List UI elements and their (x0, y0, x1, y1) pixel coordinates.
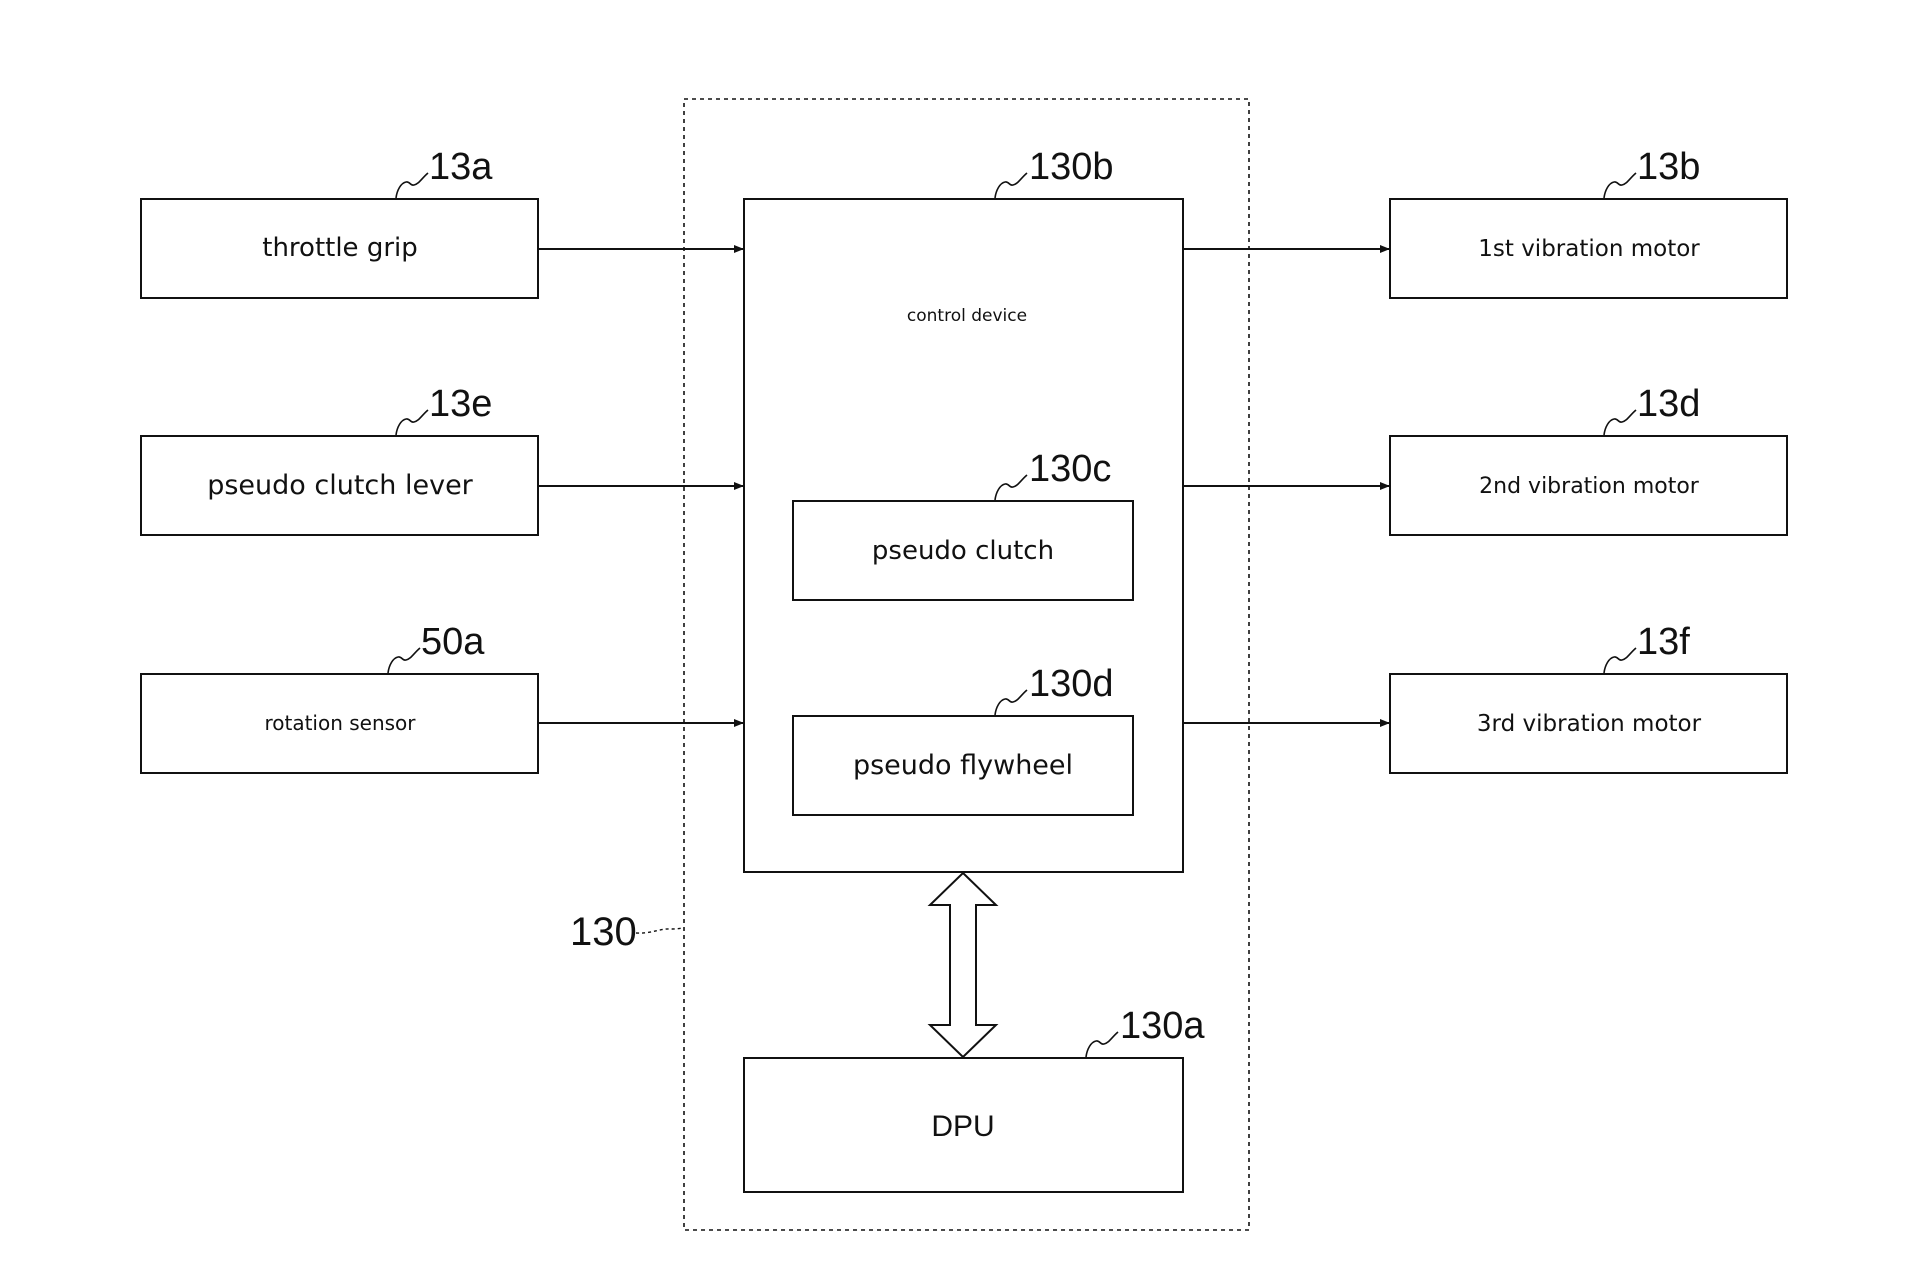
rotation-sensor-ref: 50a (421, 621, 485, 663)
pseudo-clutch-ref: 130c (1029, 448, 1111, 490)
pseudo-clutch-lever-label: pseudo clutch lever (207, 470, 473, 501)
dpu-block: DPU 130a (743, 1005, 1205, 1193)
vibration-motor-3-ref-leader (1603, 647, 1637, 674)
rotation-sensor-label: rotation sensor (264, 711, 416, 735)
throttle-grip-ref-leader (395, 172, 429, 199)
pseudo-clutch-ref-leader (994, 474, 1028, 501)
vibration-motor-1-ref: 13b (1637, 146, 1700, 188)
vibration-motor-2-block: 2nd vibration motor 13d (1389, 383, 1788, 536)
rotation-sensor-ref-leader (387, 647, 421, 674)
dpu-ref-leader (1085, 1031, 1119, 1058)
pseudo-flywheel-ref-leader (994, 689, 1028, 716)
control-device-label: control device (907, 306, 1027, 326)
pseudo-clutch-lever-ref: 13e (429, 383, 492, 425)
pseudo-clutch-label: pseudo clutch (872, 536, 1054, 566)
pseudo-clutch-block: pseudo clutch 130c (792, 448, 1134, 601)
vibration-motor-3-ref: 13f (1637, 621, 1690, 663)
pseudo-flywheel-label: pseudo flywheel (853, 750, 1073, 781)
vibration-motor-1-label: 1st vibration motor (1478, 236, 1700, 262)
rotation-sensor-block: rotation sensor 50a (140, 621, 539, 774)
dpu-label: DPU (931, 1110, 994, 1143)
vibration-motor-3-label: 3rd vibration motor (1477, 711, 1702, 737)
throttle-grip-label: throttle grip (262, 233, 418, 263)
bidirectional-arrow (927, 871, 999, 1059)
group-130-leader (635, 927, 685, 934)
vibration-motor-3-block: 3rd vibration motor 13f (1389, 621, 1788, 774)
pseudo-flywheel-ref: 130d (1029, 663, 1114, 705)
vibration-motor-1-ref-leader (1603, 172, 1637, 199)
pseudo-clutch-lever-ref-leader (395, 409, 429, 436)
group-130-boundary (683, 98, 1250, 1231)
control-device-ref: 130b (1029, 146, 1114, 188)
pseudo-flywheel-block: pseudo flywheel 130d (792, 663, 1134, 816)
vibration-motor-2-label: 2nd vibration motor (1479, 474, 1700, 499)
dpu-ref: 130a (1120, 1005, 1205, 1047)
pseudo-clutch-lever-block: pseudo clutch lever 13e (140, 383, 539, 536)
control-device-ref-leader (994, 172, 1028, 199)
throttle-grip-ref: 13a (429, 146, 493, 188)
vibration-motor-2-ref: 13d (1637, 383, 1700, 425)
throttle-grip-block: throttle grip 13a (140, 146, 539, 299)
vibration-motor-1-block: 1st vibration motor 13b (1389, 146, 1788, 299)
vibration-motor-2-ref-leader (1603, 409, 1637, 436)
group-130-ref-label: 130 (570, 910, 637, 954)
